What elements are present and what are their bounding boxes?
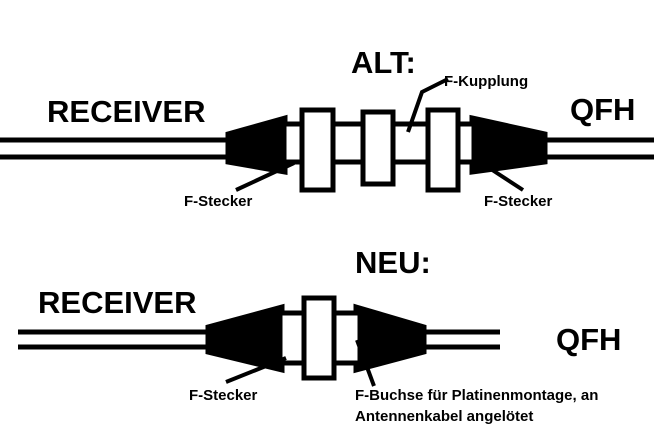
alt-left-plug-leader	[235, 161, 295, 192]
neu-heading: NEU:	[355, 245, 431, 280]
alt-left-plug	[225, 114, 288, 175]
alt-right-nut	[425, 107, 461, 193]
alt-right-plug-leader	[475, 158, 525, 192]
neu-socket-label-line1: F-Buchse für Platinenmontage, an	[355, 387, 598, 404]
alt-receiver-label: RECEIVER	[47, 94, 205, 129]
alt-heading: ALT:	[351, 45, 416, 80]
neu-nut	[301, 295, 337, 381]
neu-plug-leader	[225, 356, 287, 384]
neu-assembly	[18, 295, 500, 387]
neu-receiver-label: RECEIVER	[38, 285, 196, 320]
alt-qfh-label: QFH	[570, 92, 635, 127]
alt-right-plug-label: F-Stecker	[484, 193, 553, 210]
neu-plug-label: F-Stecker	[189, 387, 258, 404]
neu-socket-leader	[355, 339, 376, 387]
neu-plug	[205, 303, 285, 374]
neu-qfh-label: QFH	[556, 322, 621, 357]
alt-left-nut	[299, 107, 336, 193]
alt-coupling-label: F-Kupplung	[444, 73, 528, 90]
alt-left-plug-label: F-Stecker	[184, 193, 253, 210]
alt-coupling-leader	[406, 77, 449, 133]
alt-assembly	[0, 77, 654, 193]
alt-center-hex	[360, 109, 396, 187]
neu-socket-label-line2: Antennenkabel angelötet	[355, 408, 533, 425]
